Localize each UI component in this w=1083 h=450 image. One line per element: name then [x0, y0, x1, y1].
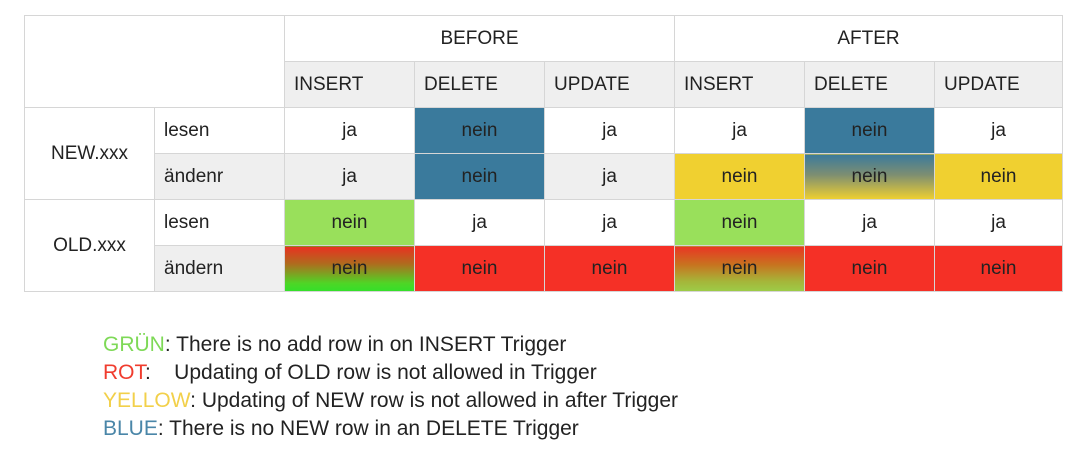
color-legend: GRÜN: There is no add row in on INSERT T… [103, 331, 678, 443]
trigger-permission-table: BEFORE AFTER INSERT DELETE UPDATE INSERT… [24, 15, 1063, 292]
legend-item-red: ROT: Updating of OLD row is not allowed … [103, 359, 678, 387]
table-cell: nein [284, 199, 415, 246]
table-cell: nein [544, 245, 675, 292]
legend-text-green: : There is no add row in on INSERT Trigg… [164, 333, 567, 356]
table-cell: ja [934, 199, 1063, 246]
table-cell: ja [674, 107, 805, 154]
row-group-new: NEW.xxx [24, 107, 155, 200]
legend-key-blue: BLUE [103, 417, 158, 440]
table-cell: nein [674, 153, 805, 200]
row-label: ändern [154, 245, 285, 292]
table-cell: nein [674, 199, 805, 246]
legend-text-yellow: : Updating of NEW row is not allowed in … [190, 389, 679, 412]
table-cell: nein [934, 245, 1063, 292]
sub-header-before-insert: INSERT [284, 61, 415, 108]
legend-key-red: ROT [103, 361, 145, 384]
legend-text-red: : Updating of OLD row is not allowed in … [145, 361, 597, 384]
legend-item-blue: BLUE: There is no NEW row in an DELETE T… [103, 415, 678, 443]
legend-text-blue: : There is no NEW row in an DELETE Trigg… [157, 417, 579, 440]
table-cell: ja [544, 199, 675, 246]
group-header-before: BEFORE [284, 15, 675, 62]
table-cell: ja [544, 107, 675, 154]
table-cell: nein [934, 153, 1063, 200]
table-cell: ja [544, 153, 675, 200]
corner-cell [24, 15, 285, 108]
sub-header-after-insert: INSERT [674, 61, 805, 108]
table-cell: ja [284, 153, 415, 200]
table-cell: nein [674, 245, 805, 292]
row-label: lesen [154, 199, 285, 246]
table-cell: ja [934, 107, 1063, 154]
table-row: ändenr ja nein ja nein nein nein [25, 153, 1063, 200]
legend-key-green: GRÜN [103, 333, 165, 356]
table-cell: ja [414, 199, 545, 246]
table-cell: nein [414, 153, 545, 200]
table-row: NEW.xxx lesen ja nein ja ja nein ja [24, 107, 1063, 200]
group-header-after: AFTER [674, 15, 1063, 62]
legend-item-green: GRÜN: There is no add row in on INSERT T… [103, 331, 678, 359]
table-cell: nein [804, 245, 935, 292]
row-label: lesen [154, 107, 285, 154]
table-row: ändern nein nein nein nein nein nein [25, 245, 1063, 292]
sub-header-before-update: UPDATE [544, 61, 675, 108]
table-cell: nein [804, 107, 935, 154]
row-group-old: OLD.xxx [24, 199, 155, 292]
table-row: OLD.xxx lesen nein ja ja nein ja ja [24, 199, 1063, 292]
table-cell: nein [414, 245, 545, 292]
sub-header-row: INSERT DELETE UPDATE INSERT DELETE UPDAT… [25, 61, 1063, 108]
table-cell: ja [804, 199, 935, 246]
sub-header-after-update: UPDATE [934, 61, 1063, 108]
sub-header-after-delete: DELETE [804, 61, 935, 108]
group-header-row: BEFORE AFTER [24, 15, 1063, 108]
table-cell: nein [804, 153, 935, 200]
sub-header-before-delete: DELETE [414, 61, 545, 108]
table-cell: nein [414, 107, 545, 154]
legend-key-yellow: YELLOW [103, 389, 191, 412]
table-cell: nein [284, 245, 415, 292]
legend-item-yellow: YELLOW: Updating of NEW row is not allow… [103, 387, 678, 415]
table-cell: ja [284, 107, 415, 154]
row-label: ändenr [154, 153, 285, 200]
